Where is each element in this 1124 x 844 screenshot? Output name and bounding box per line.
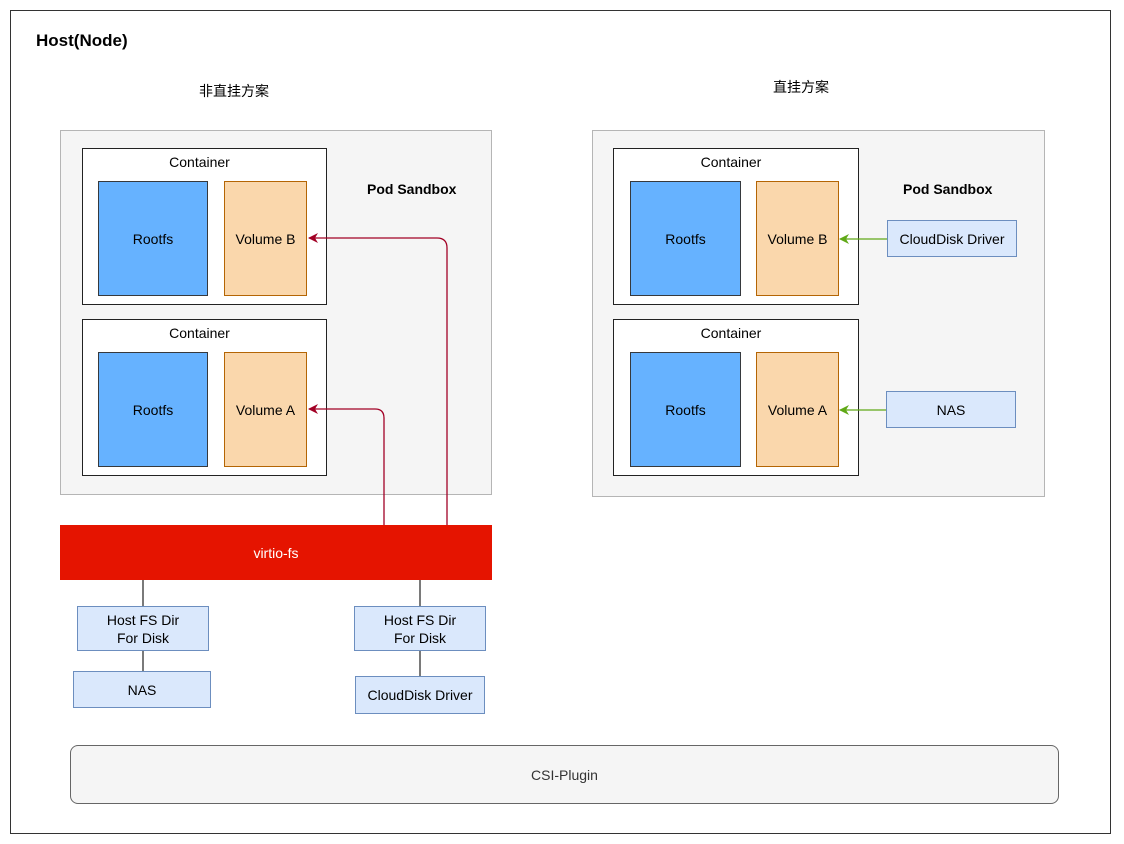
right-sandbox-label: Pod Sandbox — [903, 181, 993, 197]
right-rootfs-top: Rootfs — [630, 181, 741, 296]
virtio-fs-bar: virtio-fs — [60, 525, 492, 580]
left-container-top-label: Container — [169, 154, 230, 170]
right-container-top-label: Container — [700, 154, 762, 170]
left-volume-a: Volume A — [224, 352, 307, 467]
right-container-bottom-label: Container — [700, 325, 762, 341]
host-fs-dir-nas: Host FS Dir For Disk — [77, 606, 209, 651]
left-rootfs-top: Rootfs — [98, 181, 208, 296]
right-rootfs-bottom: Rootfs — [630, 352, 741, 467]
left-container-bottom-label: Container — [169, 325, 230, 341]
csi-plugin-bar: CSI-Plugin — [70, 745, 1059, 804]
right-clouddisk-box: CloudDisk Driver — [887, 220, 1017, 257]
left-clouddisk-box: CloudDisk Driver — [355, 676, 485, 714]
left-volume-b: Volume B — [224, 181, 307, 296]
left-rootfs-bottom: Rootfs — [98, 352, 208, 467]
arrow-virtio-to-volume-b — [308, 233, 448, 525]
left-scheme-title: 非直挂方案 — [199, 84, 269, 100]
right-volume-a: Volume A — [756, 352, 839, 467]
host-fs-dir-disk: Host FS Dir For Disk — [354, 606, 486, 651]
arrow-virtio-to-volume-a — [308, 404, 385, 525]
left-nas-box: NAS — [73, 671, 211, 708]
host-title: Host(Node) — [36, 31, 128, 50]
right-scheme-title: 直挂方案 — [773, 80, 829, 96]
right-volume-b: Volume B — [756, 181, 839, 296]
right-nas-box: NAS — [886, 391, 1016, 428]
left-sandbox-label: Pod Sandbox — [367, 181, 457, 197]
